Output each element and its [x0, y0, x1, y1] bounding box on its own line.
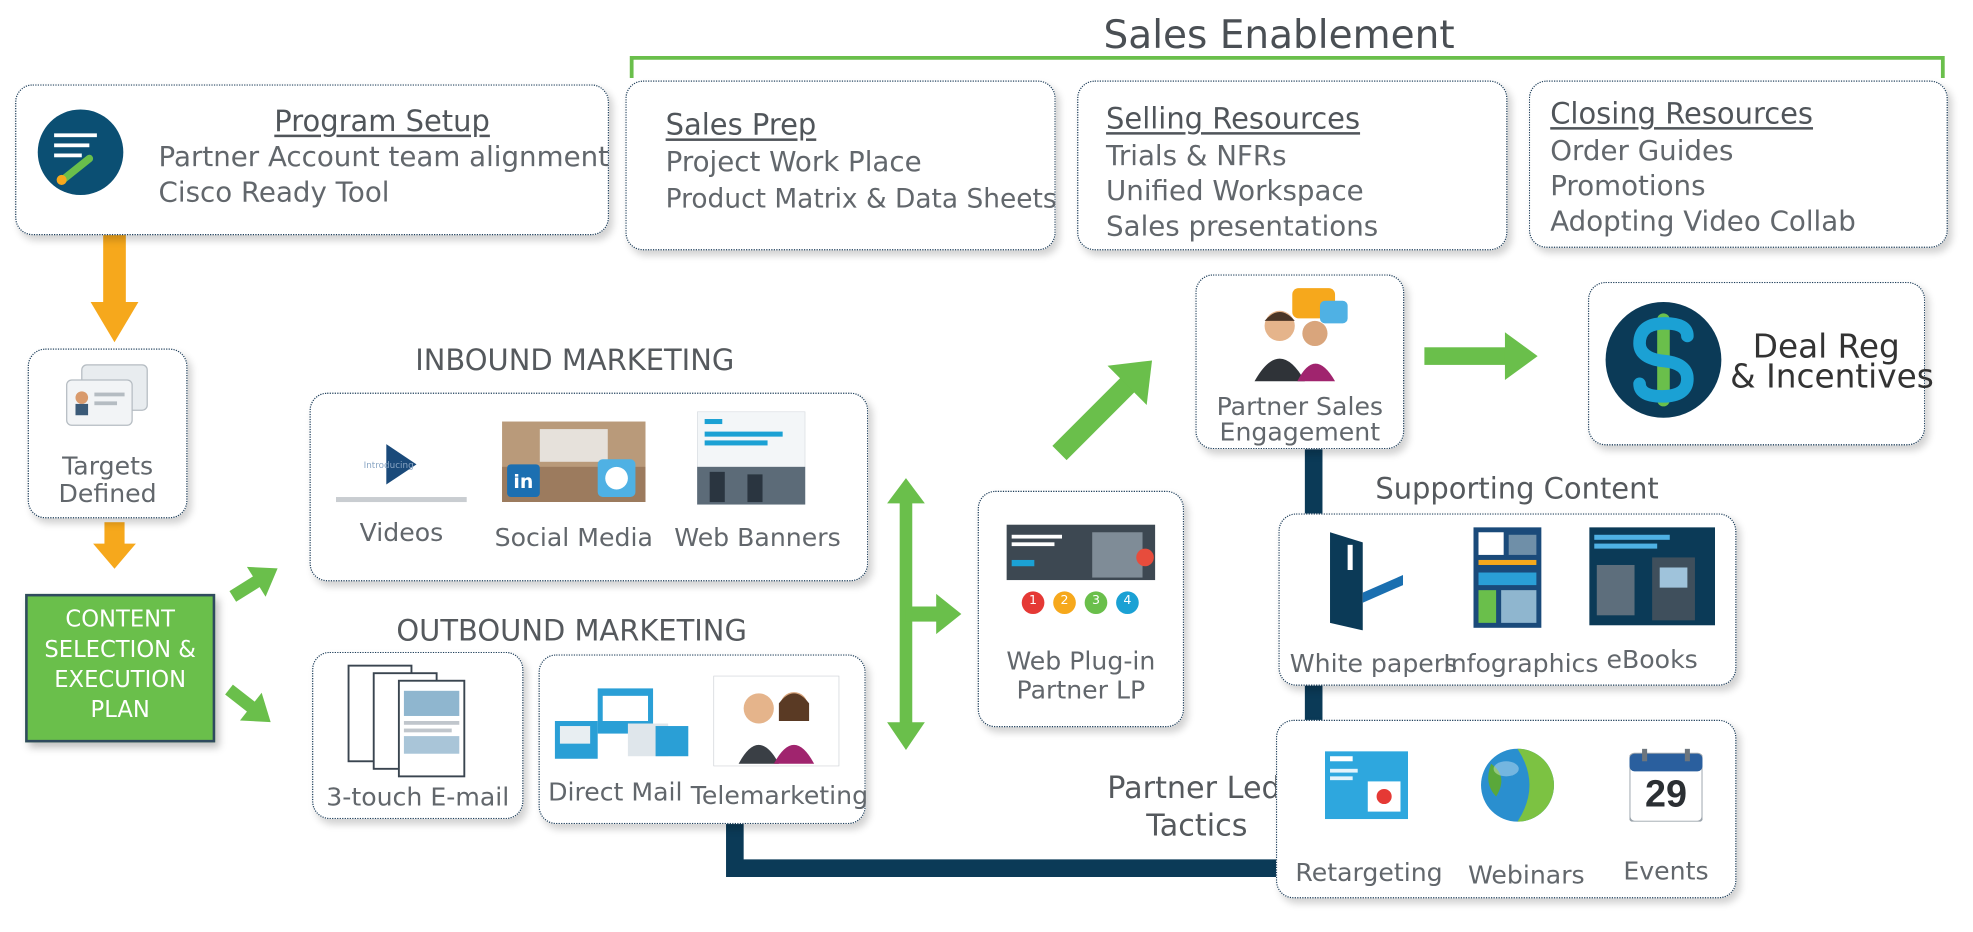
inbound-marketing-box: Introducing Videos in Social Media Web B… — [309, 392, 869, 582]
partner-led-box: Retargeting Webinars 29 Events — [1275, 719, 1737, 899]
email-label: 3-touch E-mail — [326, 781, 510, 812]
green-arrow-to-deal-reg — [1424, 332, 1538, 381]
outbound-marketing-title: OUTBOUND MARKETING — [396, 615, 747, 649]
partner-led-item-retargeting: Retargeting — [1295, 856, 1443, 888]
outbound-box: Direct Mail Telemarketing — [538, 654, 869, 825]
infographic-thumbnail — [1473, 527, 1542, 628]
email-box: 3-touch E-mail — [312, 651, 524, 820]
closing-resources-box: Closing Resources Order Guides Promotion… — [1528, 80, 1948, 248]
targets-defined-box: Targets Defined — [27, 348, 188, 519]
plan-line-3: EXECUTION — [54, 666, 187, 694]
webinar-globe-icon — [1481, 748, 1555, 822]
events-calendar-day: 29 — [1644, 773, 1687, 816]
supporting-item-white-papers: White papers — [1289, 648, 1458, 679]
sales-prep-heading: Sales Prep — [665, 109, 817, 143]
partner-sales-line-2: Engagement — [1219, 416, 1381, 447]
sales-prep-line-2: Product Matrix & Data Sheets — [665, 183, 1057, 214]
partner-led-line-1: Partner Led — [1107, 770, 1281, 806]
partner-sales-icon — [1254, 288, 1348, 382]
partner-led-item-events: Events — [1623, 855, 1709, 886]
plan-line-1: CONTENT — [65, 606, 175, 633]
selling-resources-box: Selling Resources Trials & NFRs Unified … — [1077, 80, 1508, 251]
closing-resources-line-1: Order Guides — [1550, 135, 1734, 168]
step-1: 1 — [1029, 593, 1038, 608]
sales-enablement-bracket — [629, 55, 1945, 79]
selling-resources-line-1: Trials & NFRs — [1106, 140, 1287, 173]
ebook-thumbnail — [1589, 527, 1716, 626]
direct-mail-thumbnail — [554, 688, 689, 759]
partner-led-connector — [726, 820, 1279, 878]
closing-resources-heading: Closing Resources — [1550, 98, 1814, 131]
supporting-content-title: Supporting Content — [1375, 473, 1659, 506]
dollar-icon — [1605, 301, 1722, 418]
contact-cards-icon — [66, 364, 148, 426]
inbound-marketing-title: INBOUND MARKETING — [415, 344, 735, 378]
telemarketing-thumbnail — [713, 675, 840, 767]
partner-led-item-webinars: Webinars — [1467, 859, 1585, 890]
sales-prep-box: Sales Prep Project Work Place Product Ma… — [625, 80, 1057, 251]
deal-reg-line-2: & Incentives — [1730, 358, 1934, 397]
partner-sales-box: Partner Sales Engagement — [1195, 274, 1405, 450]
web-plugin-steps: 1 2 3 4 — [1019, 589, 1145, 617]
program-setup-line-2: Cisco Ready Tool — [158, 177, 390, 209]
content-selection-plan-box: CONTENT SELECTION & EXECUTION PLAN — [25, 593, 216, 743]
step-2: 2 — [1060, 593, 1069, 608]
inbound-item-web-banners: Web Banners — [674, 522, 841, 553]
sales-enablement-title: Sales Enablement — [1103, 12, 1455, 58]
social-media-thumbnail: in — [502, 421, 646, 503]
web-plugin-box: 1 2 3 4 Web Plug-in Partner LP — [977, 490, 1185, 728]
selling-resources-line-2: Unified Workspace — [1106, 176, 1364, 208]
white-paper-thumbnail — [1324, 529, 1409, 631]
retargeting-thumbnail — [1324, 751, 1409, 820]
sales-prep-line-1: Project Work Place — [665, 147, 922, 179]
green-double-arrow — [887, 478, 962, 750]
program-setup-box: Program Setup Partner Account team align… — [15, 84, 610, 236]
program-setup-icon — [37, 109, 124, 196]
web-plugin-step-circles — [1021, 591, 1139, 615]
inbound-item-social-media: Social Media — [494, 522, 653, 553]
supporting-content-box: White papers Infographics eBooks — [1278, 513, 1737, 686]
partner-led-line-2: Tactics — [1146, 807, 1248, 844]
outbound-item-telemarketing: Telemarketing — [690, 780, 869, 811]
events-calendar-icon — [1629, 748, 1703, 822]
orange-arrow-2 — [93, 522, 136, 569]
partner-sales-line-1: Partner Sales — [1216, 391, 1384, 422]
web-plugin-line-1: Web Plug-in — [1006, 645, 1156, 676]
plan-line-2: SELECTION & — [44, 636, 196, 664]
supporting-item-infographics: Infographics — [1443, 648, 1599, 679]
orange-arrow-1 — [90, 229, 139, 343]
plan-line-4: PLAN — [90, 697, 150, 724]
svg-text:in: in — [513, 471, 533, 493]
email-stack-thumbnail — [347, 664, 466, 778]
inbound-item-videos: Videos — [359, 517, 444, 548]
outbound-item-direct-mail: Direct Mail — [548, 776, 683, 807]
supporting-item-ebooks: eBooks — [1606, 644, 1698, 675]
step-3: 3 — [1091, 593, 1100, 608]
step-4: 4 — [1123, 593, 1132, 608]
program-setup-line-1: Partner Account team alignment — [158, 142, 609, 174]
program-setup-heading: Program Setup — [274, 105, 490, 139]
selling-resources-heading: Selling Resources — [1106, 103, 1361, 136]
green-arrow-to-partner-sales — [1052, 360, 1153, 461]
svg-text:Introducing: Introducing — [364, 461, 414, 471]
web-plugin-line-2: Partner LP — [1016, 674, 1146, 705]
closing-resources-line-3: Adopting Video Collab — [1550, 206, 1856, 238]
closing-resources-line-2: Promotions — [1550, 171, 1706, 203]
targets-line-1: Targets — [62, 450, 154, 481]
video-thumbnail: Introducing — [335, 421, 467, 505]
targets-line-2: Defined — [58, 478, 157, 509]
selling-resources-line-3: Sales presentations — [1106, 211, 1379, 243]
green-arrow-down-right — [225, 684, 271, 723]
web-plugin-thumbnail — [1004, 509, 1158, 623]
deal-reg-line-1: Deal Reg — [1752, 328, 1900, 367]
green-arrow-up-right — [229, 566, 278, 602]
web-banner-thumbnail — [697, 411, 806, 505]
deal-reg-box: Deal Reg & Incentives — [1587, 281, 1934, 446]
